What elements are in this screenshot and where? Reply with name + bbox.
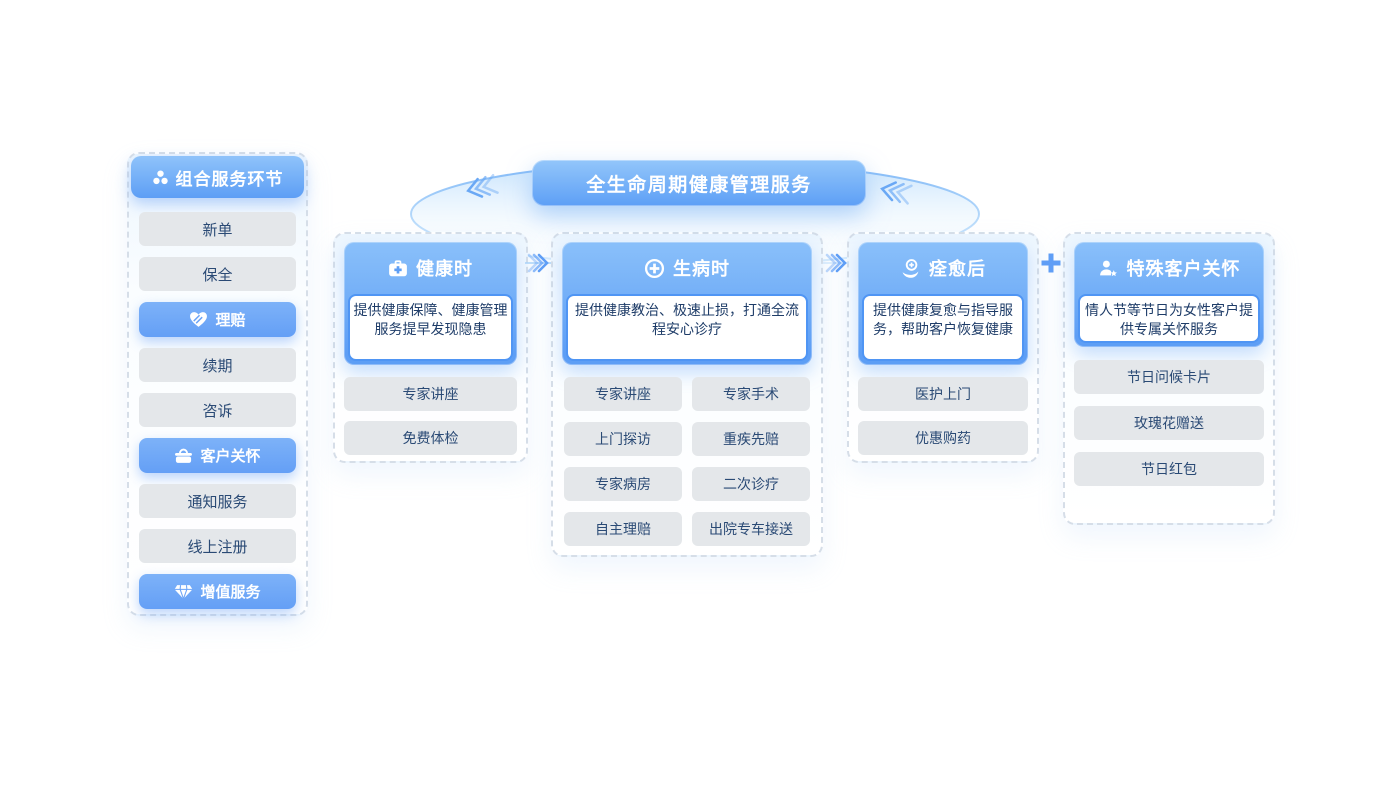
sidebar-item-value-added-service: 增值服务 <box>139 574 296 609</box>
first-aid-kit-icon <box>388 259 408 277</box>
arc-arrow-left-icon <box>466 173 499 198</box>
service-item: 重疾先赔 <box>692 422 810 456</box>
sidebar-item-online-registration: 线上注册 <box>139 529 296 563</box>
medical-cross-icon <box>644 258 665 279</box>
column-sick-items: 专家讲座 专家手术 上门探访 重疾先赔 专家病房 二次诊疗 自主理赔 出院专车接… <box>553 365 821 546</box>
sidebar-item-renewal: 续期 <box>139 348 296 382</box>
column-recovered-description: 提供健康复愈与指导服务，帮助客户恢复健康 <box>862 294 1024 361</box>
column-sick-panel: 生病时 提供健康教治、极速止损，打通全流程安心诊疗 <box>562 242 812 365</box>
service-item: 专家讲座 <box>564 377 682 411</box>
gift-basket-icon <box>174 447 193 464</box>
column-recovered-items: 医护上门 优惠购药 <box>849 365 1037 455</box>
column-healthy-title: 健康时 <box>344 242 517 294</box>
service-item: 专家手术 <box>692 377 810 411</box>
chevron-right-icon <box>525 253 551 273</box>
page-title: 全生命周期健康管理服务 <box>532 160 866 206</box>
column-healthy-items: 专家讲座 免费体检 <box>335 365 526 455</box>
heart-hand-icon <box>189 311 208 328</box>
sidebar: 组合服务环节 新单 保全 理赔 续期 咨诉 客户关怀 <box>127 152 308 616</box>
sidebar-item-new-policy: 新单 <box>139 212 296 246</box>
column-sick: 生病时 提供健康教治、极速止损，打通全流程安心诊疗 专家讲座 专家手术 上门探访… <box>551 232 823 557</box>
sidebar-item-consult-complaint: 咨诉 <box>139 393 296 427</box>
service-item: 节日红包 <box>1074 452 1264 486</box>
column-special-care-description: 情人节等节日为女性客户提供专属关怀服务 <box>1078 294 1260 343</box>
sidebar-items: 新单 保全 理赔 续期 咨诉 客户关怀 通知服务 线上注册 <box>129 198 306 609</box>
sidebar-item-preservation: 保全 <box>139 257 296 291</box>
service-item: 出院专车接送 <box>692 512 810 546</box>
sidebar-header-label: 组合服务环节 <box>175 169 284 189</box>
column-recovered-panel: 痊愈后 提供健康复愈与指导服务，帮助客户恢复健康 <box>858 242 1028 365</box>
column-recovered-title: 痊愈后 <box>858 242 1028 294</box>
service-item: 自主理赔 <box>564 512 682 546</box>
column-special-care-items: 节日问候卡片 玫瑰花赠送 节日红包 <box>1065 347 1273 486</box>
service-item: 节日问候卡片 <box>1074 360 1264 394</box>
service-item: 玫瑰花赠送 <box>1074 406 1264 440</box>
vip-person-icon <box>1098 259 1119 278</box>
column-special-care-title: 特殊客户关怀 <box>1074 242 1264 294</box>
arc-arrow-right-icon <box>880 181 913 205</box>
column-recovered: 痊愈后 提供健康复愈与指导服务，帮助客户恢复健康 医护上门 优惠购药 <box>847 232 1039 463</box>
column-healthy-description: 提供健康保障、健康管理服务提早发现隐患 <box>348 294 513 361</box>
plus-icon <box>1041 253 1061 273</box>
sidebar-item-notification-service: 通知服务 <box>139 484 296 518</box>
sidebar-item-claims: 理赔 <box>139 302 296 337</box>
column-sick-description: 提供健康教治、极速止损，打通全流程安心诊疗 <box>566 294 808 361</box>
column-special-care-panel: 特殊客户关怀 情人节等节日为女性客户提供专属关怀服务 <box>1074 242 1264 347</box>
cluster-icon <box>152 169 169 186</box>
page-title-label: 全生命周期健康管理服务 <box>586 174 812 196</box>
gem-icon <box>174 584 193 600</box>
chevron-right-icon <box>823 253 849 273</box>
column-sick-title: 生病时 <box>562 242 812 294</box>
service-item: 优惠购药 <box>858 421 1028 455</box>
health-hand-icon <box>900 258 921 279</box>
sidebar-item-customer-care: 客户关怀 <box>139 438 296 473</box>
column-healthy-panel: 健康时 提供健康保障、健康管理服务提早发现隐患 <box>344 242 517 365</box>
sidebar-header: 组合服务环节 <box>131 156 304 198</box>
column-healthy: 健康时 提供健康保障、健康管理服务提早发现隐患 专家讲座 免费体检 <box>333 232 528 463</box>
service-item: 免费体检 <box>344 421 517 455</box>
service-item: 医护上门 <box>858 377 1028 411</box>
service-item: 上门探访 <box>564 422 682 456</box>
column-special-care: 特殊客户关怀 情人节等节日为女性客户提供专属关怀服务 节日问候卡片 玫瑰花赠送 … <box>1063 232 1275 525</box>
service-item: 二次诊疗 <box>692 467 810 501</box>
service-item: 专家讲座 <box>344 377 517 411</box>
service-item: 专家病房 <box>564 467 682 501</box>
